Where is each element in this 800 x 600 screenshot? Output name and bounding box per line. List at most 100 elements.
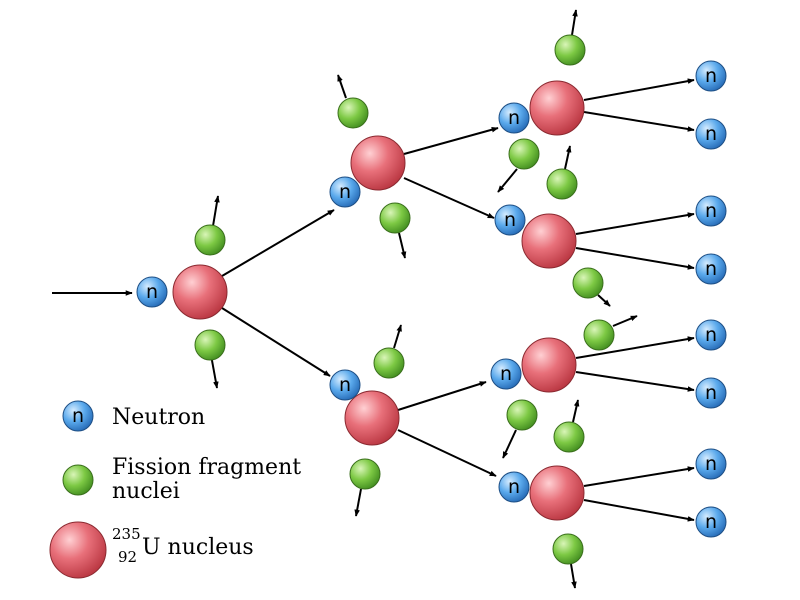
legend-uranium-label: U nucleus <box>142 535 254 560</box>
fission-fragment <box>506 399 538 431</box>
neutron-symbol: n <box>705 258 717 280</box>
neutron-icon <box>136 276 168 308</box>
neutron-path-arrow <box>403 177 495 219</box>
legend-fragment-icon <box>62 464 94 496</box>
uranium-nucleus-0 <box>172 264 228 320</box>
neutron-icon <box>695 506 727 538</box>
neutron: n <box>329 176 361 208</box>
neutron-icon <box>329 369 361 401</box>
fission-fragment <box>337 97 369 129</box>
neutron-icon <box>695 253 727 285</box>
neutron-icon <box>498 471 530 503</box>
neutron-symbol: n <box>705 123 717 145</box>
legend-fragment-item: Fission fragment nuclei <box>62 455 301 504</box>
neutron-symbol: n <box>705 65 717 87</box>
neutron-symbol: n <box>504 209 516 231</box>
neutron-path-arrow <box>583 466 695 487</box>
legend-uranium-mass-number: 235 <box>112 525 141 543</box>
neutron-icon <box>498 102 530 134</box>
fission-fragment <box>572 267 604 299</box>
fragment-arrow <box>612 315 638 327</box>
neutron-icon <box>494 204 526 236</box>
fission-fragment <box>194 224 226 256</box>
neutron-path-arrow <box>575 371 695 392</box>
uranium-nucleus-2a <box>529 80 585 136</box>
fission-fragment <box>546 168 578 200</box>
legend-uranium-icon <box>49 521 107 579</box>
fragment-arrow <box>572 399 580 423</box>
neutron: n <box>498 102 530 134</box>
fragment-arrow <box>337 74 347 99</box>
neutron: n <box>695 506 727 538</box>
fragment-arrow <box>502 429 517 459</box>
incoming-neutron: n <box>136 276 168 308</box>
neutron-icon <box>329 176 361 208</box>
uranium-nucleus-1a <box>350 135 406 191</box>
neutron-path-arrow <box>583 78 695 101</box>
fragment-arrow <box>570 563 577 589</box>
arrows-layer <box>52 9 695 589</box>
uranium-nucleus-1b <box>344 390 400 446</box>
fragment-arrow <box>393 324 402 349</box>
legend-neutron-label: Neutron <box>112 405 205 430</box>
fragment-arrow <box>571 9 578 36</box>
uranium-nucleus-2b <box>521 213 577 269</box>
neutron: n <box>695 319 727 351</box>
legend-neutron-symbol: n <box>72 405 84 427</box>
neutron-symbol: n <box>500 363 512 385</box>
neutron: n <box>695 253 727 285</box>
neutron: n <box>695 60 727 92</box>
fission-fragment <box>553 421 585 453</box>
legend-fragment-label-line2: nuclei <box>112 479 180 504</box>
neutron-symbol: n <box>705 324 717 346</box>
uranium-layer <box>172 80 585 521</box>
fission-fragment <box>508 138 540 170</box>
neutron-icon <box>490 358 522 390</box>
fragments-layer <box>194 34 615 565</box>
neutron-symbol: n <box>146 281 158 303</box>
neutron-path-arrow <box>583 499 695 522</box>
legend-uranium-atomic-number: 92 <box>118 548 137 566</box>
neutron: n <box>695 448 727 480</box>
fragment-arrow <box>398 232 407 259</box>
fragment-arrow <box>597 294 611 307</box>
legend-uranium-item: 235 92 U nucleus <box>49 521 254 579</box>
neutron-path-arrow <box>403 126 499 155</box>
fission-fragment <box>349 458 381 490</box>
fragment-arrow <box>497 168 518 193</box>
uranium-nucleus-2d <box>529 465 585 521</box>
neutron-symbol: n <box>705 511 717 533</box>
neutron: n <box>695 195 727 227</box>
neutron-icon <box>695 118 727 150</box>
fragment-arrow <box>354 488 362 517</box>
neutron-symbol: n <box>705 382 717 404</box>
neutron-path-arrow <box>575 212 695 235</box>
neutron-symbol: n <box>705 453 717 475</box>
neutron: n <box>329 369 361 401</box>
fission-fragment <box>373 347 405 379</box>
neutron-icon <box>695 448 727 480</box>
neutron: n <box>490 358 522 390</box>
legend: n Neutron Fission fragment nuclei 235 92… <box>49 400 301 579</box>
fission-fragment <box>583 319 615 351</box>
neutron-icon <box>695 319 727 351</box>
neutron: n <box>695 377 727 409</box>
uranium-nucleus-2c <box>521 337 577 393</box>
legend-neutron-icon <box>62 400 94 432</box>
neutron-path-arrow <box>583 111 695 132</box>
neutron-path-arrow <box>221 209 335 277</box>
neutron-path-arrow <box>221 307 331 377</box>
neutron-symbol: n <box>508 107 520 129</box>
neutron-symbol: n <box>339 374 351 396</box>
neutron-symbol: n <box>705 200 717 222</box>
neutron-path-arrow <box>397 381 487 411</box>
neutron: n <box>695 118 727 150</box>
fragment-arrow <box>564 145 572 170</box>
fission-fragment <box>552 533 584 565</box>
fission-fragment <box>194 329 226 361</box>
neutron-symbol: n <box>339 181 351 203</box>
fission-fragment <box>554 34 586 66</box>
neutron-path-arrow <box>575 247 695 270</box>
